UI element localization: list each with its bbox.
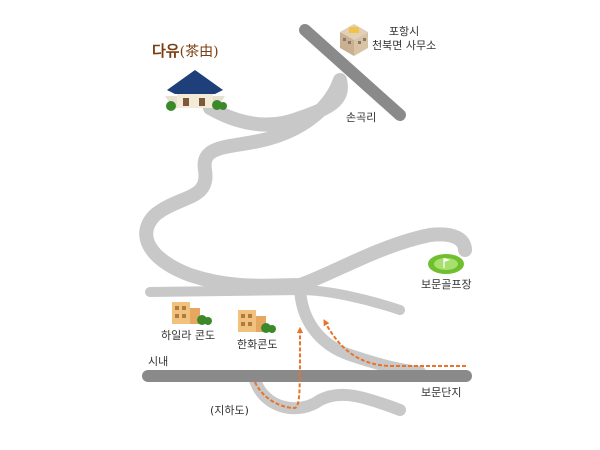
destination-name: 다유 <box>152 42 180 60</box>
road-to-songok <box>299 24 406 121</box>
underpass-road <box>249 374 406 416</box>
office-label: 포항시 천북면 사무소 <box>372 25 436 53</box>
songok-label: 손곡리 <box>346 111 377 124</box>
hanwha-condo-label: 한화콘도 <box>237 338 278 351</box>
winding-road <box>139 73 472 293</box>
golf-label: 보문골프장 <box>421 278 472 291</box>
traditional-house-icon <box>165 70 227 111</box>
destination-hanja: (茶由) <box>179 44 219 60</box>
underpass-label: (지하도) <box>210 404 249 417</box>
office-label-line1: 포항시 <box>388 25 420 38</box>
city-label: 시내 <box>148 355 169 368</box>
office-building-icon <box>340 24 368 56</box>
condo-building-icon <box>172 302 212 325</box>
hilla-condo-label: 하일라 콘도 <box>161 329 216 342</box>
office-label-line2: 천북면 사무소 <box>372 39 437 52</box>
bomun-label: 보문단지 <box>421 386 462 399</box>
destination-title: 다유(茶由) <box>152 41 219 62</box>
golf-road <box>294 279 426 378</box>
condo-building-icon <box>238 310 276 333</box>
route-from-city <box>254 326 304 410</box>
golf-course-icon <box>428 254 464 274</box>
